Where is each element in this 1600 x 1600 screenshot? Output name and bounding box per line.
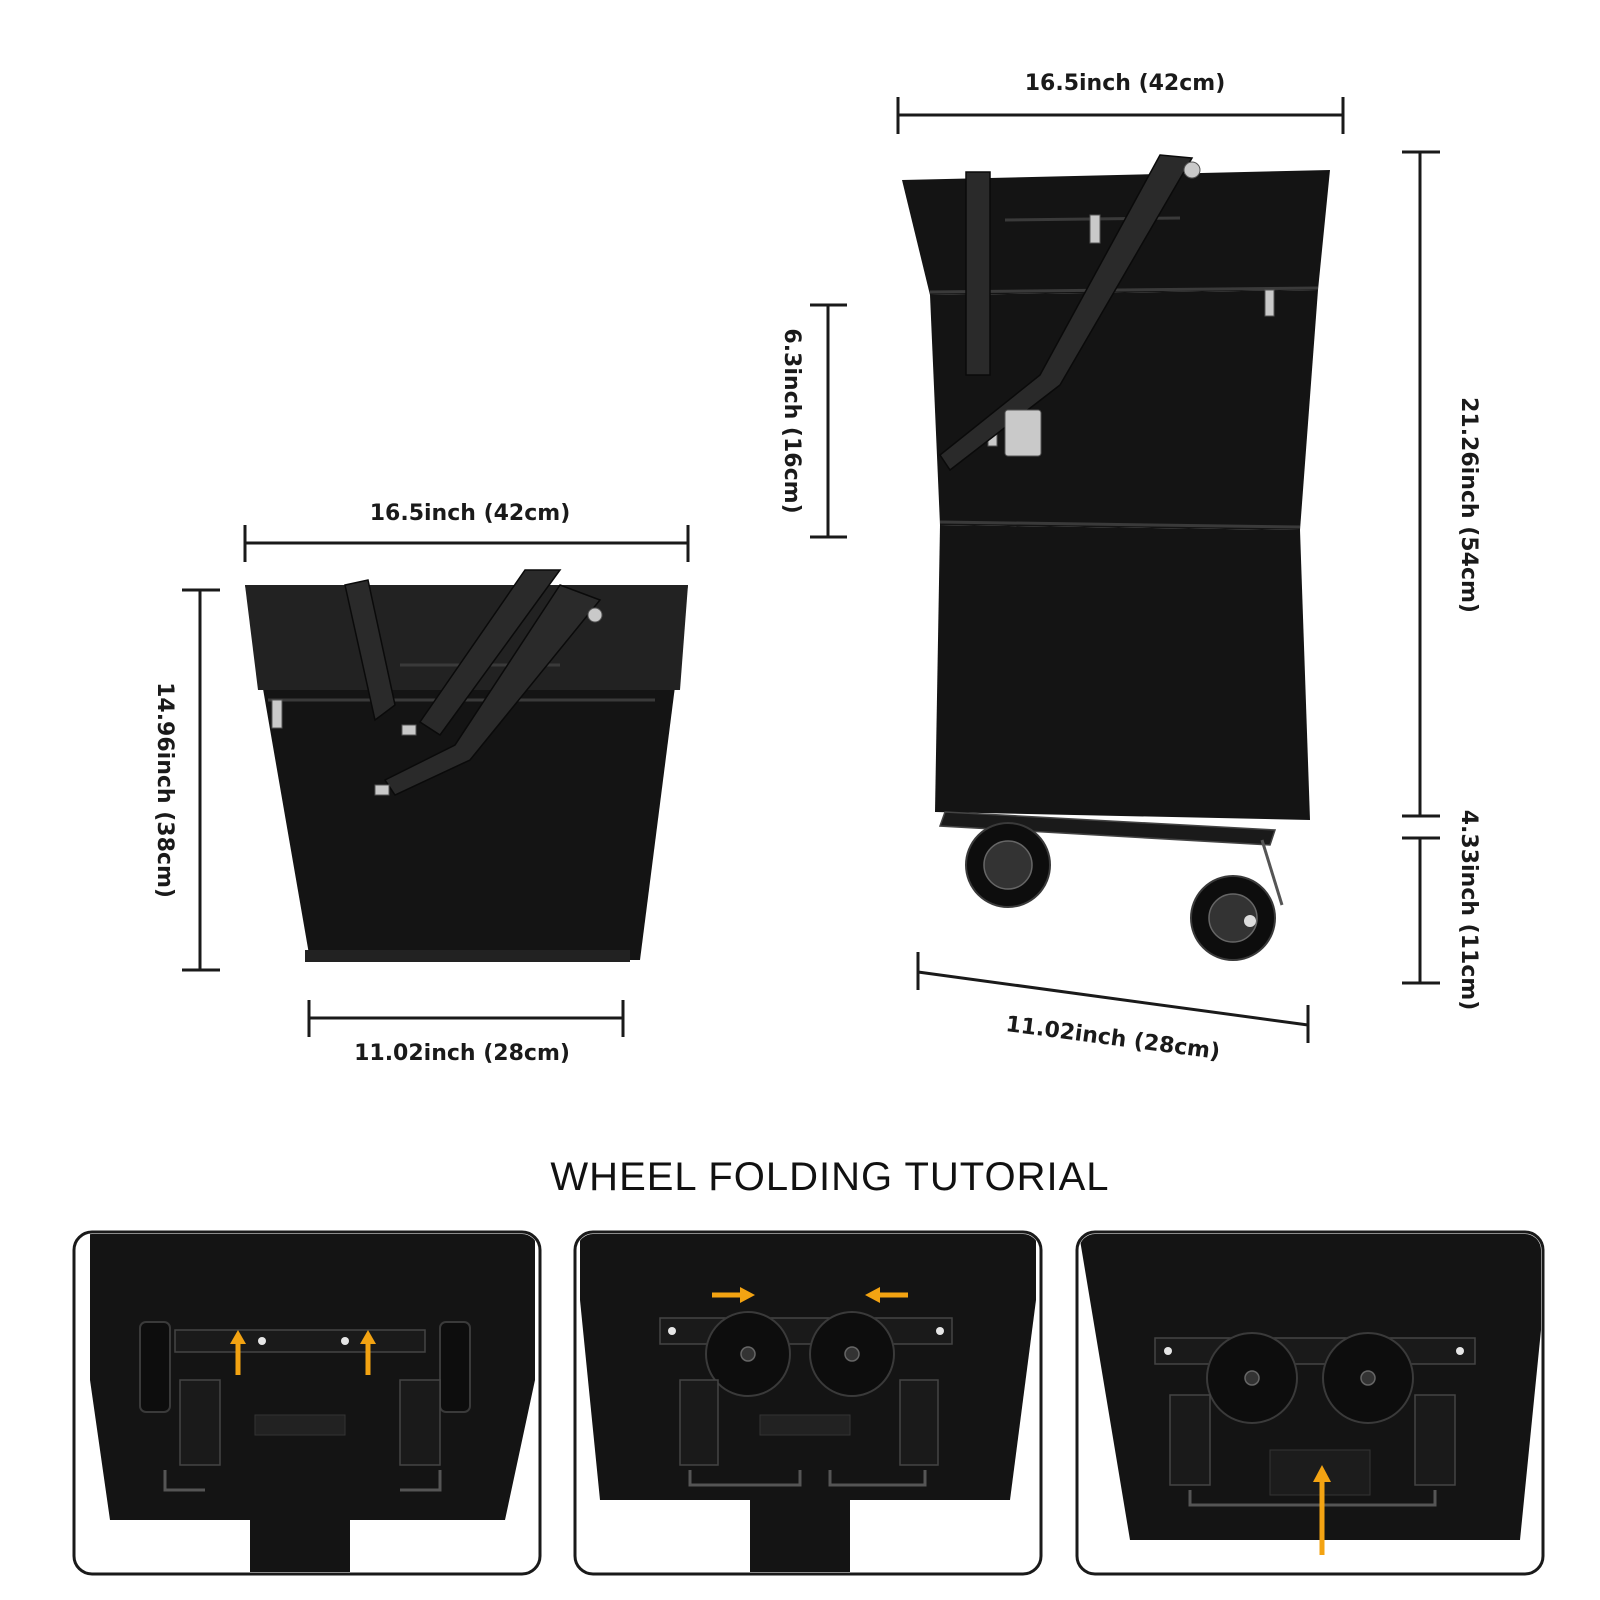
tote-height-label: 14.96inch (38cm) [152, 682, 177, 898]
tote-width-dimension: 16.5inch (42cm) [243, 501, 690, 562]
trolley-height-label: 21.26inch (54cm) [1456, 397, 1481, 613]
trolley-depth-label: 11.02inch (28cm) [1004, 1012, 1221, 1065]
tote-bag-image [245, 569, 688, 962]
strap-ring-icon [1183, 161, 1201, 179]
strap-ring-icon [587, 607, 603, 623]
trolley-wheel-height-dimension: 4.33inch (11cm) [1402, 810, 1481, 1011]
tutorial-title: WHEEL FOLDING TUTORIAL [550, 1155, 1109, 1199]
trolley-extension-label: 6.3inch (16cm) [779, 328, 804, 513]
trolley-width-label: 16.5inch (42cm) [1025, 71, 1226, 96]
trolley-height-dimension: 21.26inch (54cm) [1402, 150, 1481, 818]
trolley-extension-dimension: 6.3inch (16cm) [779, 303, 847, 539]
trolley-width-dimension: 16.5inch (42cm) [896, 71, 1345, 134]
tutorial-step-3-panel [1075, 1230, 1545, 1576]
arrow-right-icon [712, 1287, 755, 1303]
tote-height-dimension: 14.96inch (38cm) [152, 588, 220, 972]
trolley-depth-dimension: 11.02inch (28cm) [916, 952, 1310, 1065]
arrow-up-icon [360, 1330, 376, 1375]
tutorial-step-1-panel [72, 1230, 542, 1576]
arrow-up-icon [230, 1330, 246, 1375]
tutorial-step-2-panel [573, 1230, 1043, 1576]
tote-depth-label: 11.02inch (28cm) [354, 1041, 570, 1066]
trolley-bag-image [902, 154, 1330, 961]
strap-buckle-icon [401, 724, 417, 736]
tote-width-label: 16.5inch (42cm) [370, 501, 571, 526]
zipper-pull-icon [1089, 214, 1101, 244]
trolley-wheel-height-label: 4.33inch (11cm) [1456, 810, 1481, 1011]
trolley-bag-view: 16.5inch (42cm) 6.3inch (16cm) 21.26inch… [779, 71, 1481, 1065]
zipper-pull-icon [271, 699, 283, 729]
folded-wheel-icon [139, 1321, 171, 1413]
tote-bag-view: 16.5inch (42cm) 14.96inch (38cm) [152, 501, 690, 1066]
arrow-left-icon [865, 1287, 908, 1303]
folded-wheel-icon [439, 1321, 471, 1413]
tote-depth-dimension: 11.02inch (28cm) [307, 1000, 625, 1066]
arrow-up-icon [1313, 1465, 1331, 1555]
